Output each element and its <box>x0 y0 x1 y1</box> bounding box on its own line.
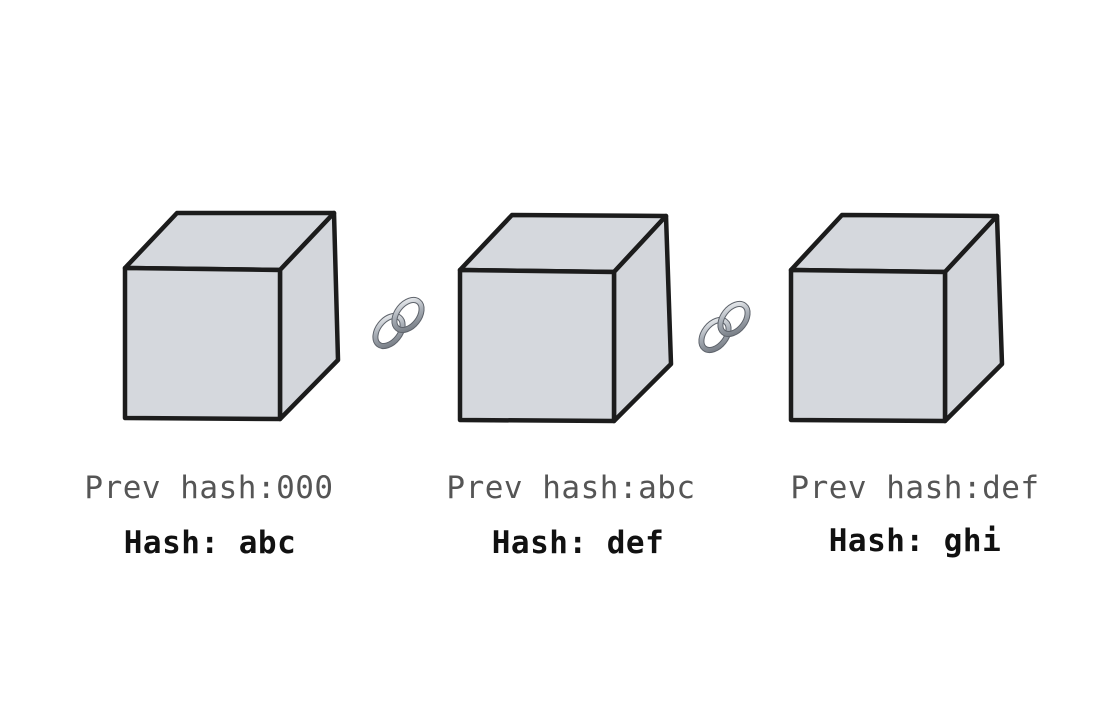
block-2-prev-hash: Prev hash:abc <box>446 470 696 506</box>
chain-link-icon <box>698 300 751 354</box>
chain-link-icon <box>372 296 425 350</box>
block-3-prev-hash: Prev hash:def <box>790 470 1040 506</box>
block-2-cube <box>457 212 674 424</box>
block-1-cube <box>122 210 341 422</box>
block-1-prev-hash: Prev hash:000 <box>84 470 334 506</box>
block-1-hash: Hash: abc <box>123 525 297 561</box>
block-3-hash: Hash: ghi <box>828 523 1002 559</box>
block-2-hash: Hash: def <box>491 525 665 561</box>
block-3-cube <box>788 212 1005 424</box>
